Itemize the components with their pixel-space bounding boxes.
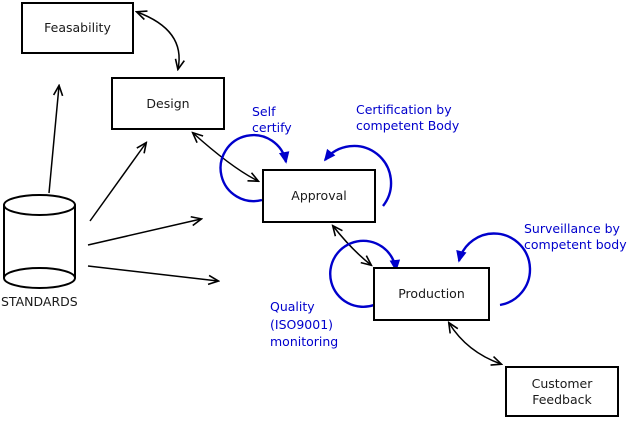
annotation-self-certify-line1: Self [252,104,276,119]
annotation-quality-line1: Quality [270,299,315,314]
node-customer-feedback-line2: Feedback [532,391,592,407]
annotation-certification-line2: competent Body [356,118,460,133]
arrow-feasability-design [137,12,179,69]
annotation-quality-line3: monitoring [270,334,339,349]
annotation-certification-line1: Certification by [356,102,452,117]
self-certify-loop-arrow [219,133,290,203]
node-customer-feedback: Customer Feedback [505,366,619,417]
annotation-self-certify: Self certify [252,104,292,136]
annotation-quality-monitoring: Quality (ISO9001) monitoring [270,298,338,351]
arrow-standards-to-feasability [48,86,59,194]
node-design-label: Design [146,95,190,111]
annotation-quality-line2: (ISO9001) [270,316,334,332]
standards-store-label: STANDARDS [1,294,78,309]
annotation-surveillance: Surveillance by competent body [524,221,627,253]
annotation-self-certify-line2: certify [252,120,292,135]
node-feasability-label: Feasability [44,20,111,35]
annotation-surveillance-line1: Surveillance by [524,221,620,236]
node-approval-label: Approval [291,188,347,203]
node-production: Production [373,267,490,321]
node-feasability: Feasability [21,2,134,54]
arrow-standards-to-approval [87,219,201,246]
node-production-label: Production [398,286,465,301]
database-cylinder-icon [3,194,76,289]
arrow-standards-to-production [87,265,218,281]
arrow-approval-production [333,226,371,265]
node-customer-feedback-line1: Customer [531,375,593,391]
annotation-certification: Certification by competent Body [356,102,459,134]
node-design: Design [111,77,225,130]
surveillance-loop-arrow [456,232,532,307]
node-approval: Approval [262,169,376,223]
annotation-surveillance-line2: competent body [524,237,627,252]
certification-loop-arrow [323,144,393,207]
arrow-production-customer-feedback [449,323,501,364]
arrow-design-approval [193,133,258,181]
quality-monitoring-loop-arrow [329,239,401,308]
arrow-standards-to-design [89,143,146,222]
